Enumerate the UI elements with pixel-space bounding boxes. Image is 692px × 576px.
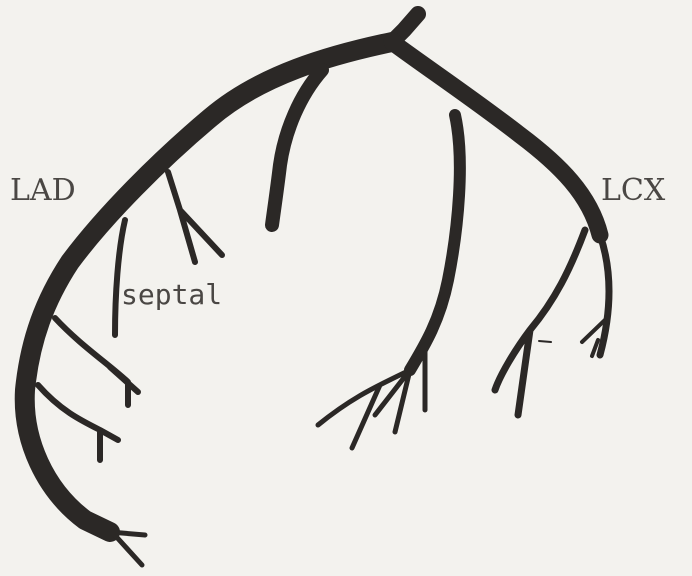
septal-branch-2 bbox=[168, 172, 222, 262]
lad-side-branch-1 bbox=[55, 318, 138, 405]
lcx-middle-branch bbox=[410, 115, 460, 370]
lad-label: LAD bbox=[10, 176, 76, 206]
lad-side-branch-2 bbox=[38, 385, 118, 460]
lad-distal-tip bbox=[110, 532, 145, 565]
diagonal-branch bbox=[272, 70, 322, 225]
septal-label: septal bbox=[121, 281, 222, 309]
lcx-label: LCX bbox=[601, 176, 665, 206]
small-mark bbox=[539, 341, 551, 342]
obtuse-marginal-branch bbox=[495, 230, 585, 415]
lcx-distal-branch bbox=[600, 235, 609, 355]
lcx-artery bbox=[392, 42, 600, 235]
